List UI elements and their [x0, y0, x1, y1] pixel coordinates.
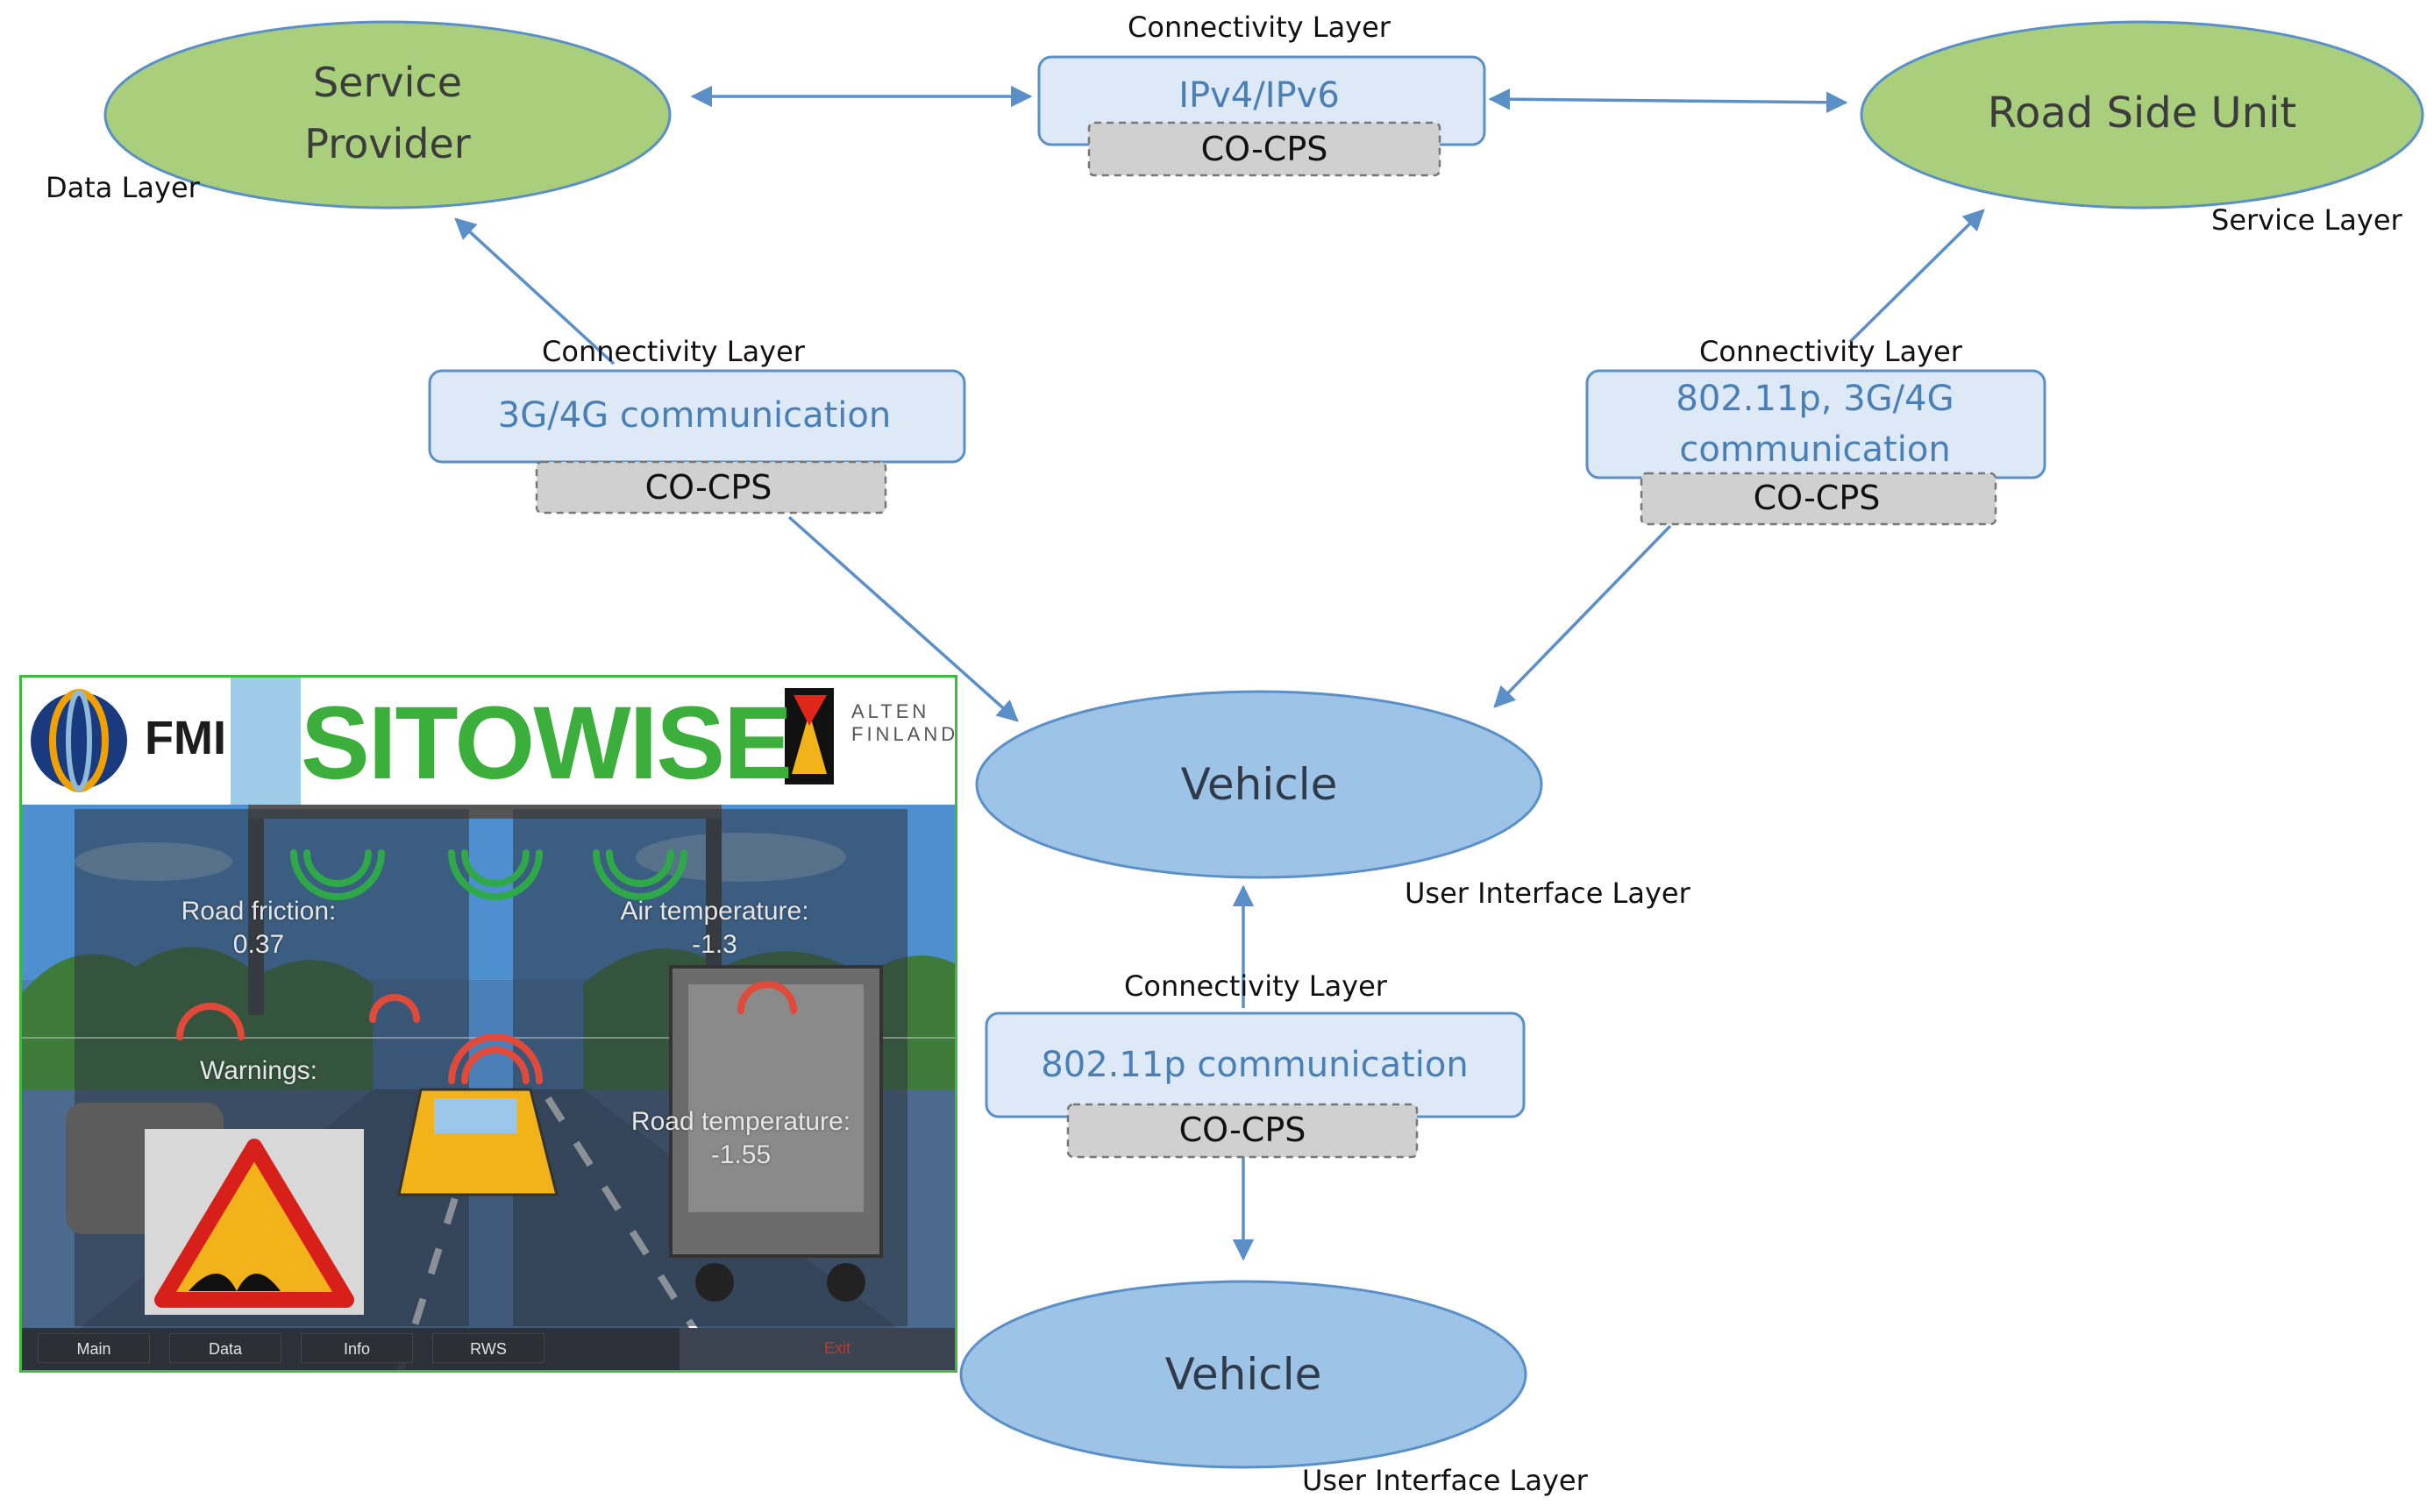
- vehicle-top-node: Vehicle: [975, 690, 1543, 879]
- app-background-scene: [22, 678, 955, 1370]
- bottom-link-layer-label: Connectivity Layer: [1124, 969, 1388, 1003]
- service-provider-label-line2: Provider: [304, 120, 470, 167]
- road-friction-value: 0.37: [232, 930, 285, 959]
- road-side-unit-node: Road Side Unit: [1860, 20, 2424, 209]
- air-temperature-value: -1.3: [692, 930, 737, 959]
- air-temperature-readout: Air temperature: -1.3: [566, 895, 864, 962]
- top-link: Connectivity Layer IPv4/IPv6 CO-CPS: [1037, 11, 1486, 177]
- top-link-protocol: IPv4/IPv6: [1178, 75, 1340, 116]
- left-link-protocol: 3G/4G communication: [498, 395, 891, 436]
- tab-main[interactable]: Main: [38, 1333, 150, 1363]
- service-provider-node: Service Provider: [103, 20, 672, 209]
- right-link-tag: CO-CPS: [1754, 479, 1881, 517]
- right-link: Connectivity Layer 802.11p, 3G/4G commun…: [1585, 335, 2046, 526]
- bump-warning-icon: [154, 1139, 354, 1308]
- service-provider-label-line1: Service: [313, 59, 462, 106]
- road-temperature-label: Road temperature:: [630, 1107, 851, 1136]
- tab-data[interactable]: Data: [169, 1333, 281, 1363]
- vehicle-bottom-label: Vehicle: [1165, 1349, 1322, 1400]
- vehicle-top-layer-label: User Interface Layer: [1405, 877, 1691, 910]
- left-link-layer-label: Connectivity Layer: [542, 335, 806, 368]
- data-layer-label: Data Layer: [46, 171, 201, 204]
- arrow-right-link-to-rsu: [1848, 209, 1985, 344]
- road-friction-label: Road friction:: [181, 897, 337, 926]
- bottom-link-tag: CO-CPS: [1179, 1111, 1306, 1149]
- arrow-top-link-to-rsu: [1488, 88, 1848, 114]
- bottom-link-protocol: 802.11p communication: [1041, 1045, 1468, 1085]
- connectors: [454, 85, 1985, 1261]
- alten-logo-line2: FINLAND: [851, 723, 957, 745]
- vehicle-bottom-layer-label: User Interface Layer: [1302, 1464, 1589, 1497]
- fmi-logo-text: FMI: [145, 712, 226, 764]
- vehicle-top-label: Vehicle: [1181, 759, 1338, 810]
- fmi-logo-icon: [31, 689, 127, 792]
- exit-button[interactable]: Exit: [823, 1339, 850, 1357]
- vehicle-bottom-node: Vehicle: [959, 1280, 1527, 1469]
- service-layer-label: Service Layer: [2211, 203, 2403, 237]
- vehicle-app-screenshot: FMI SITOWISE ALTEN FINLAND Road friction…: [19, 675, 957, 1373]
- alten-logo-line1: ALTEN: [851, 700, 930, 722]
- alten-logo-icon: [785, 688, 834, 784]
- air-temperature-label: Air temperature:: [620, 897, 809, 926]
- road-temperature-value: -1.55: [710, 1140, 772, 1169]
- road-side-unit-label: Road Side Unit: [1988, 89, 2296, 138]
- road-temperature-readout: Road temperature: -1.55: [583, 1105, 899, 1172]
- arrow-left-link-to-sp: [454, 217, 616, 366]
- arrow-right-link-to-vehicle: [1493, 524, 1672, 708]
- arrow-left-link-to-vehicle: [787, 515, 1019, 722]
- top-link-tag: CO-CPS: [1201, 130, 1328, 168]
- road-friction-readout: Road friction: 0.37: [127, 895, 390, 962]
- top-link-layer-label: Connectivity Layer: [1128, 11, 1391, 44]
- alten-logo-text: ALTEN FINLAND: [851, 700, 957, 746]
- right-link-protocol-line2: communication: [1679, 429, 1950, 470]
- tab-info[interactable]: Info: [301, 1333, 413, 1363]
- left-link: Connectivity Layer 3G/4G communication C…: [428, 335, 966, 515]
- right-link-layer-label: Connectivity Layer: [1699, 335, 1963, 368]
- sitowise-logo-text: SITOWISE: [301, 685, 793, 801]
- left-link-tag: CO-CPS: [645, 468, 772, 507]
- right-link-protocol-line1: 802.11p, 3G/4G: [1676, 379, 1954, 419]
- bottom-link: Connectivity Layer 802.11p communication…: [985, 969, 1526, 1159]
- warnings-label: Warnings:: [200, 1056, 317, 1085]
- tab-rws[interactable]: RWS: [432, 1333, 544, 1363]
